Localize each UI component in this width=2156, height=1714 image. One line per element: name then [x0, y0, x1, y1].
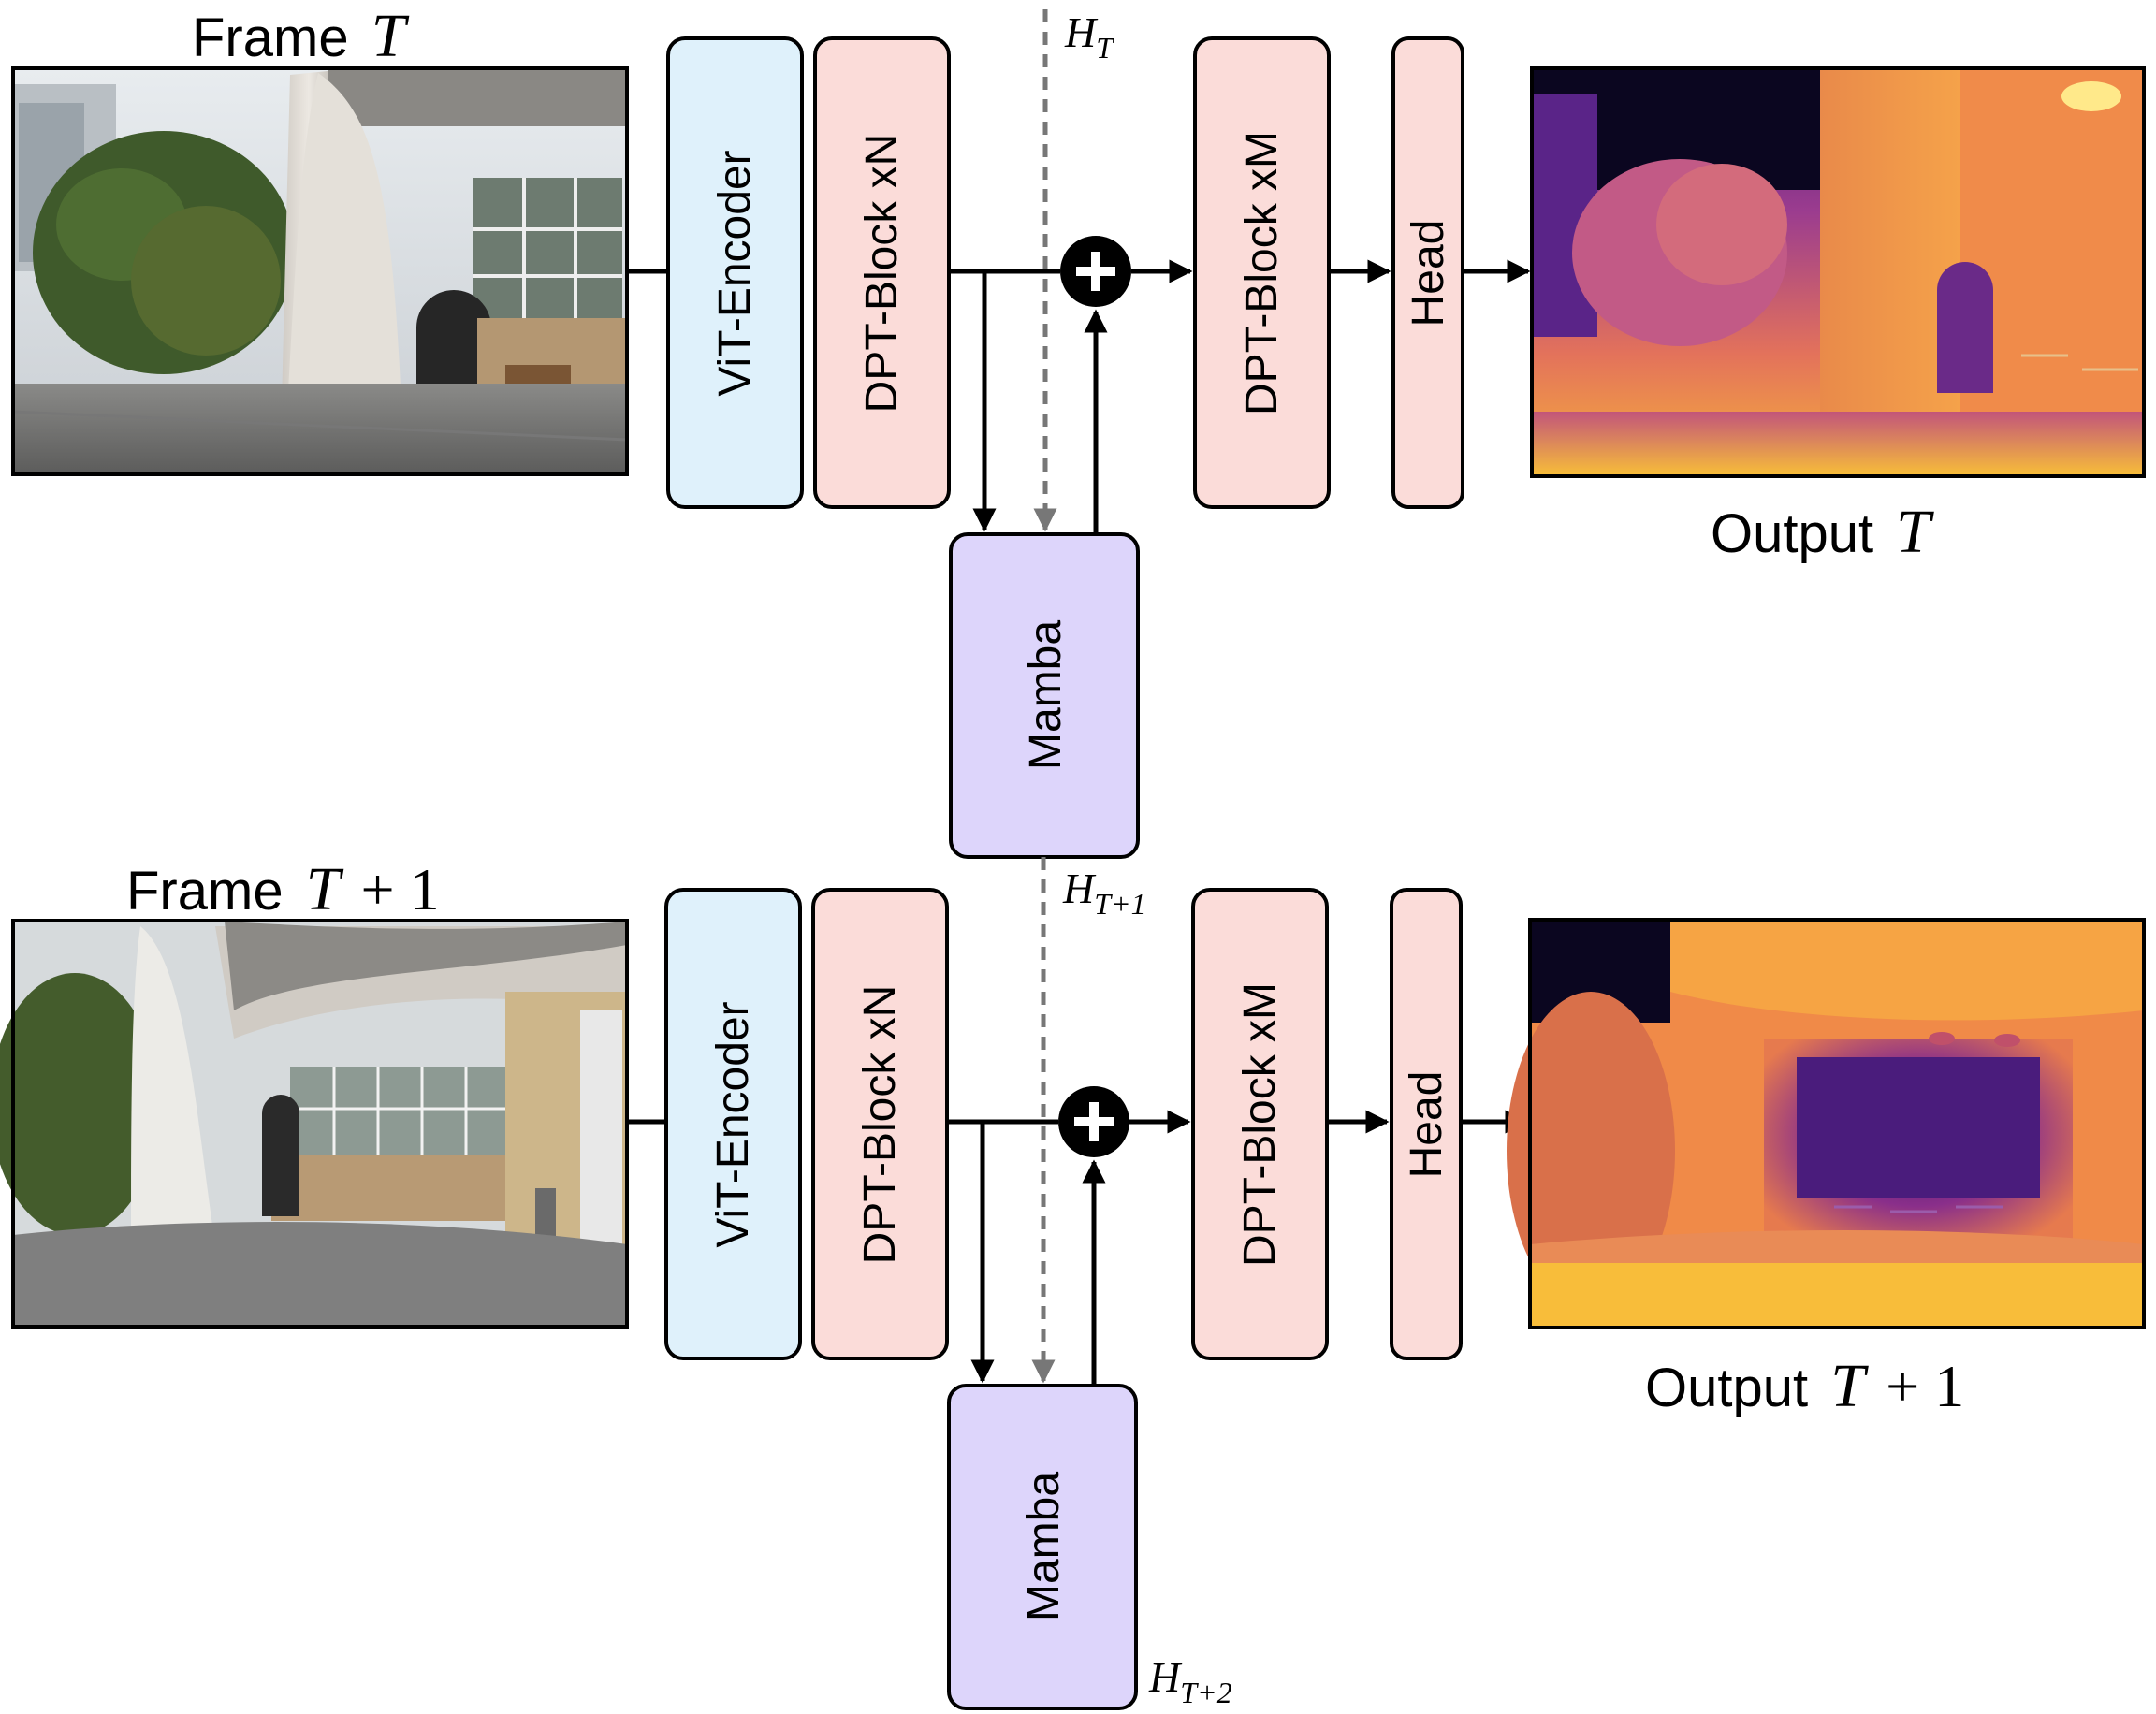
svg-text:ViT-Encoder: ViT-Encoder — [710, 150, 760, 396]
head-block: Head — [1390, 888, 1463, 1360]
frame-title: Frame T + 1 — [126, 855, 440, 923]
svg-text:Head: Head — [1402, 1071, 1451, 1179]
output-depth-image — [1530, 66, 2146, 478]
svg-text:DPT-Block xM: DPT-Block xM — [1237, 131, 1287, 415]
dpt-block-n: DPT-Block xN — [811, 888, 949, 1360]
row-frame-t: Frame T — [11, 2, 2146, 859]
hidden-state-label: HT — [1064, 8, 1114, 65]
svg-text:ViT-Encoder: ViT-Encoder — [708, 1001, 758, 1247]
mamba-block: Mamba — [949, 532, 1140, 859]
svg-text:DPT-Block xM: DPT-Block xM — [1235, 982, 1285, 1267]
input-frame-image — [11, 66, 629, 476]
svg-text:Mamba: Mamba — [1021, 620, 1071, 770]
vit-encoder-block: ViT-Encoder — [664, 888, 802, 1360]
dpt-block-m: DPT-Block xM — [1191, 888, 1329, 1360]
mamba-block: Mamba — [947, 1384, 1138, 1710]
plus-circle-icon — [1058, 1086, 1129, 1157]
dpt-block-n: DPT-Block xN — [813, 36, 951, 509]
row2-connectors — [627, 1110, 1529, 1386]
dpt-block-m: DPT-Block xM — [1193, 36, 1331, 509]
row1-connectors — [627, 259, 1531, 534]
plus-circle-icon — [1060, 236, 1131, 307]
hidden-state-label: HT+2 — [1148, 1653, 1232, 1709]
input-frame-image — [0, 919, 629, 1329]
svg-text:Mamba: Mamba — [1019, 1472, 1069, 1621]
head-block: Head — [1391, 36, 1464, 509]
row-frame-t-plus-1: Frame T + 1 — [0, 855, 2146, 1710]
svg-text:DPT-Block xN: DPT-Block xN — [857, 134, 907, 414]
vit-encoder-block: ViT-Encoder — [666, 36, 804, 509]
hidden-state-label: HT+1 — [1062, 864, 1146, 921]
frame-title: Frame T — [192, 2, 410, 70]
output-title: Output T + 1 — [1645, 1352, 1964, 1420]
output-title: Output T — [1711, 498, 1934, 566]
output-depth-image — [1507, 918, 2146, 1329]
svg-text:Head: Head — [1404, 220, 1453, 327]
svg-text:DPT-Block xN: DPT-Block xN — [855, 985, 905, 1265]
